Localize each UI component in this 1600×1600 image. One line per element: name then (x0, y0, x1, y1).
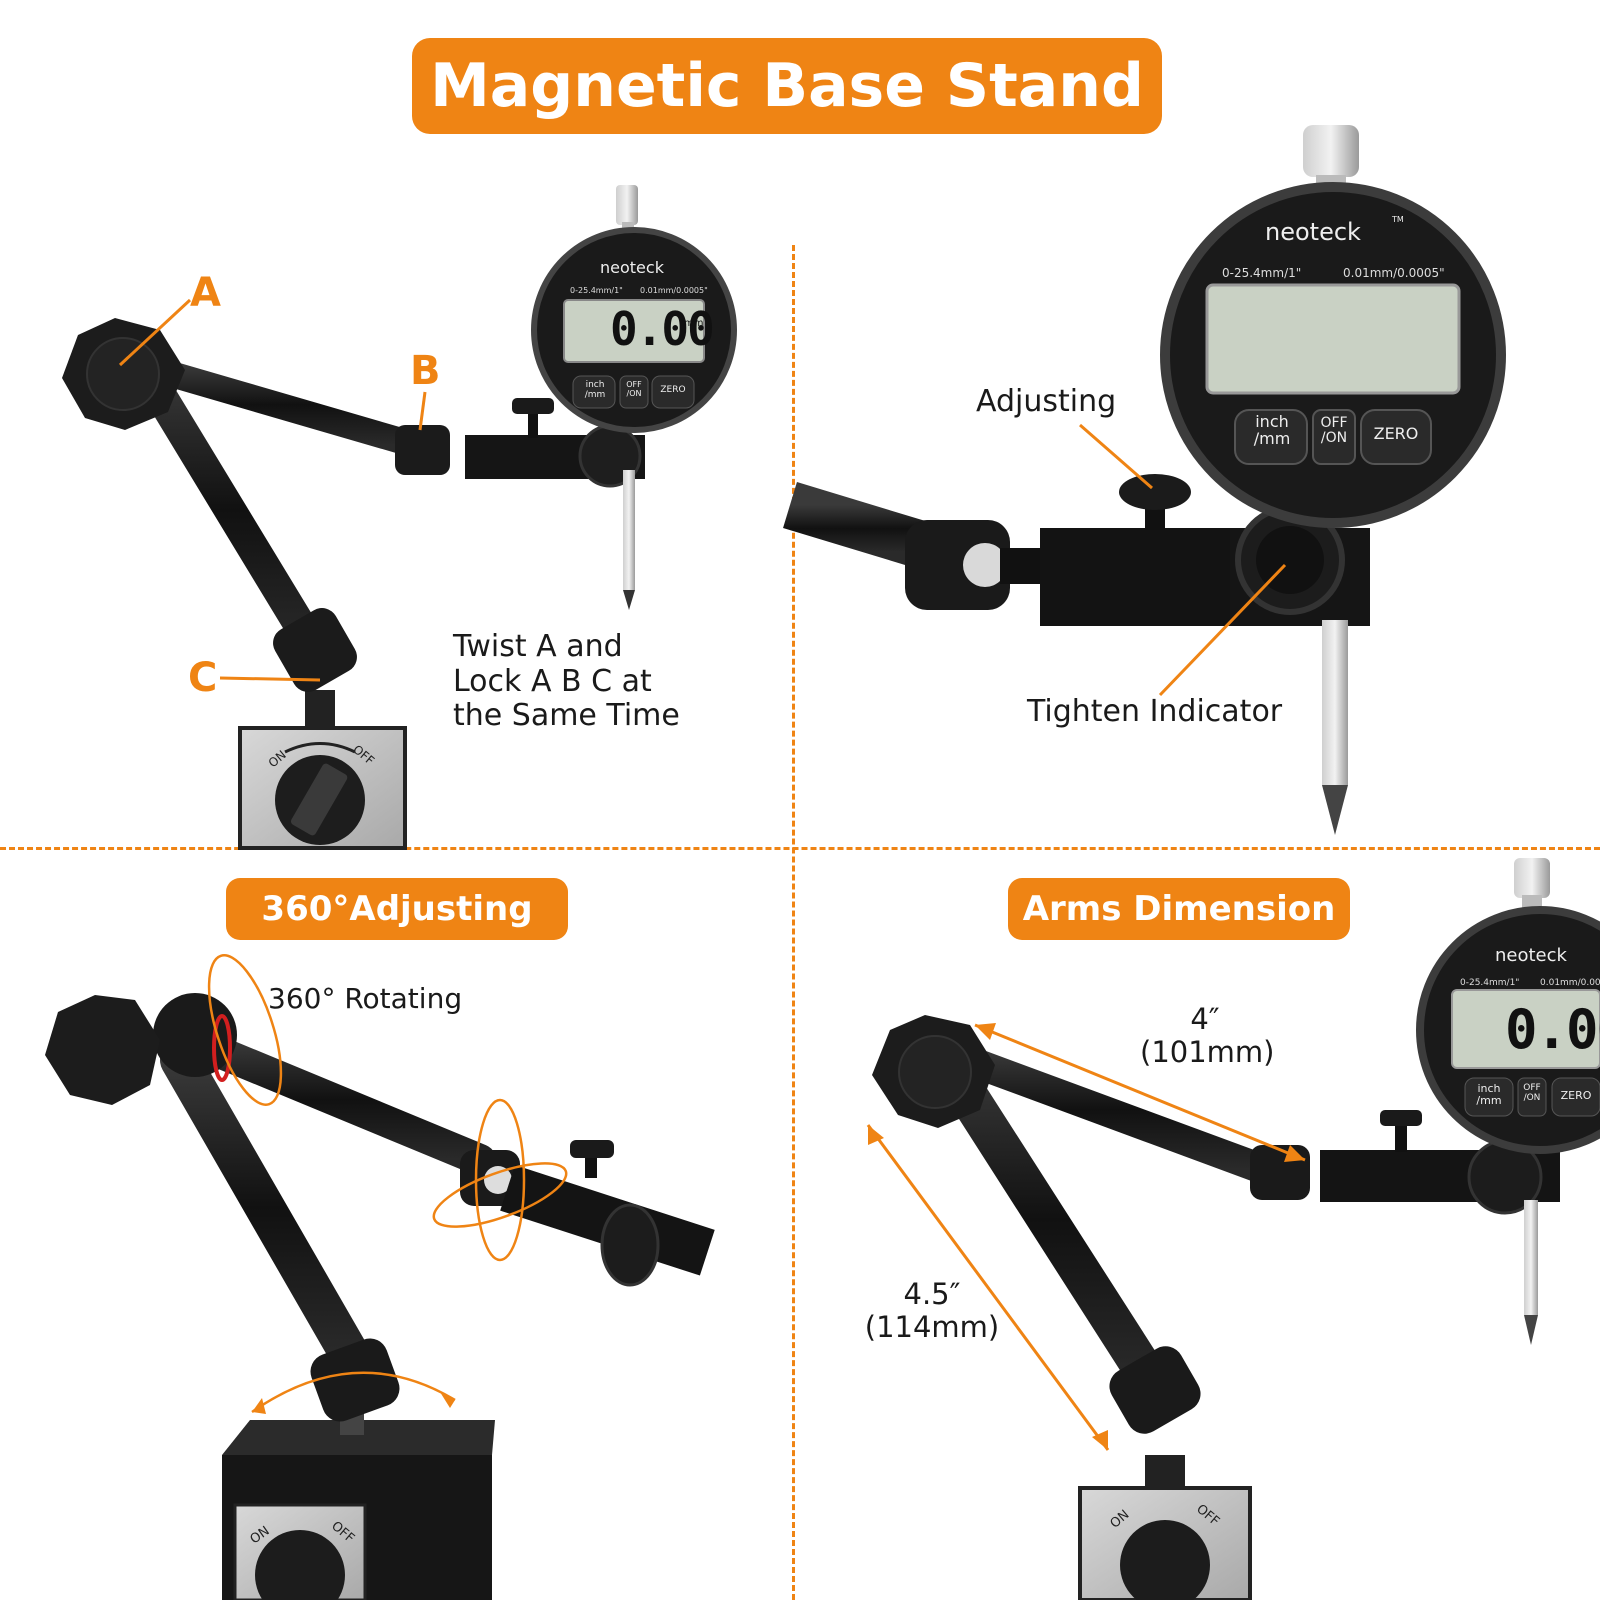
dial-inch-button-closeup[interactable]: inch /mm (1253, 412, 1291, 448)
dial-zero-button-closeup[interactable]: ZERO (1373, 424, 1419, 443)
clamp-block-closeup (1040, 528, 1240, 626)
upper-arm (127, 352, 428, 458)
title-banner: Magnetic Base Stand (412, 38, 1162, 134)
dial-lcd (563, 299, 705, 363)
lower-arm-mm: (114mm) (864, 1310, 1000, 1345)
dial-resolution-br: 0.01mm/0.000 (1540, 978, 1600, 988)
dial-zero-button-br[interactable]: ZERO (1560, 1089, 1592, 1102)
section-arms-heading: Arms Dimension (1008, 878, 1350, 940)
dial-resolution: 0.01mm/0.0005" (640, 286, 708, 295)
instruction-line-3: the Same Time (453, 698, 680, 733)
stand-top-left (62, 185, 737, 850)
vertical-divider (792, 245, 795, 1600)
dial-unit: mm (684, 318, 704, 329)
stand-bottom-left (45, 954, 715, 1600)
lower-arm-dimension-arrow (866, 1124, 1110, 1451)
tighten-indicator-label: Tighten Indicator (1027, 694, 1283, 729)
adjusting-knob (512, 398, 554, 414)
upper-arm-mm: (101mm) (1140, 1035, 1275, 1070)
pointer-c (219, 676, 321, 682)
adjusting-label: Adjusting (976, 384, 1117, 419)
knob-a-bl (45, 995, 160, 1105)
rotation-arc-base (251, 1371, 456, 1414)
dial-range-closeup: 0-25.4mm/1" (1222, 266, 1302, 280)
dial-range-br: 0-25.4mm/1" (1460, 978, 1520, 988)
lower-arm (129, 354, 331, 666)
rotation-ring-top (207, 954, 283, 1106)
upper-arm-dimension-arrow (974, 1023, 1306, 1162)
stand-bottom-right (866, 858, 1600, 1600)
tighten-pointer (1158, 563, 1287, 697)
dial-inch-button-br[interactable]: inch /mm (1476, 1082, 1502, 1107)
dial-off-button-closeup[interactable]: OFF /ON (1320, 415, 1348, 447)
lower-arm-dimension: 4.5″ (114mm) (862, 1277, 1002, 1345)
dial-inch-button[interactable]: inch /mm (584, 380, 606, 400)
dial-brand-br: neoteck (1495, 945, 1567, 966)
dial-spindle (623, 470, 635, 590)
dial-brand: neoteck (600, 258, 664, 277)
label-a: A (190, 270, 221, 316)
instruction-line-2: Lock A B C at (453, 663, 652, 699)
section-360-heading-text: 360°Adjusting (261, 889, 533, 929)
joint-c (273, 608, 357, 692)
section-360-heading: 360°Adjusting (226, 878, 568, 940)
adjusting-pointer (1079, 423, 1153, 490)
dial-off-button[interactable]: OFF /ON (626, 380, 642, 398)
page-title: Magnetic Base Stand (430, 51, 1144, 121)
dial-zero-button[interactable]: ZERO (660, 385, 686, 395)
rotation-ring-joint-h (432, 1162, 568, 1228)
pointer-a (118, 298, 192, 367)
section-arms-heading-text: Arms Dimension (1022, 889, 1336, 929)
rotating-label: 360° Rotating (268, 982, 463, 1015)
dial-brand-closeup: neoteck (1265, 218, 1361, 246)
dial-lcd-closeup (1205, 283, 1461, 395)
lower-arm-inches: 4.5″ (903, 1277, 961, 1311)
joint-b-closeup (905, 520, 1010, 610)
upper-arm-inches: 4″ (1190, 1002, 1220, 1036)
dial-reading: 0.00 (610, 302, 715, 356)
label-c: C (188, 655, 218, 701)
dial-range: 0-25.4mm/1" (570, 286, 623, 295)
dial-off-button-br[interactable]: OFF /ON (1523, 1083, 1541, 1103)
pointer-b (418, 391, 427, 431)
adjusting-knob-closeup (1119, 474, 1191, 510)
joint-b (395, 425, 450, 475)
instruction-line-1: Twist A and (453, 629, 623, 664)
label-b: B (410, 348, 441, 394)
dial-trademark-closeup: TM (1392, 215, 1404, 224)
instruction-text: Twist A and Lock A B C at the Same Time (453, 629, 680, 734)
dial-reading-br: 0.00 (1505, 998, 1600, 1061)
horizontal-divider (0, 847, 1600, 850)
dial-resolution-closeup: 0.01mm/0.0005" (1343, 266, 1445, 280)
upper-arm-dimension: 4″ (101mm) (1140, 1002, 1275, 1070)
stand-top-right-closeup (783, 125, 1506, 835)
